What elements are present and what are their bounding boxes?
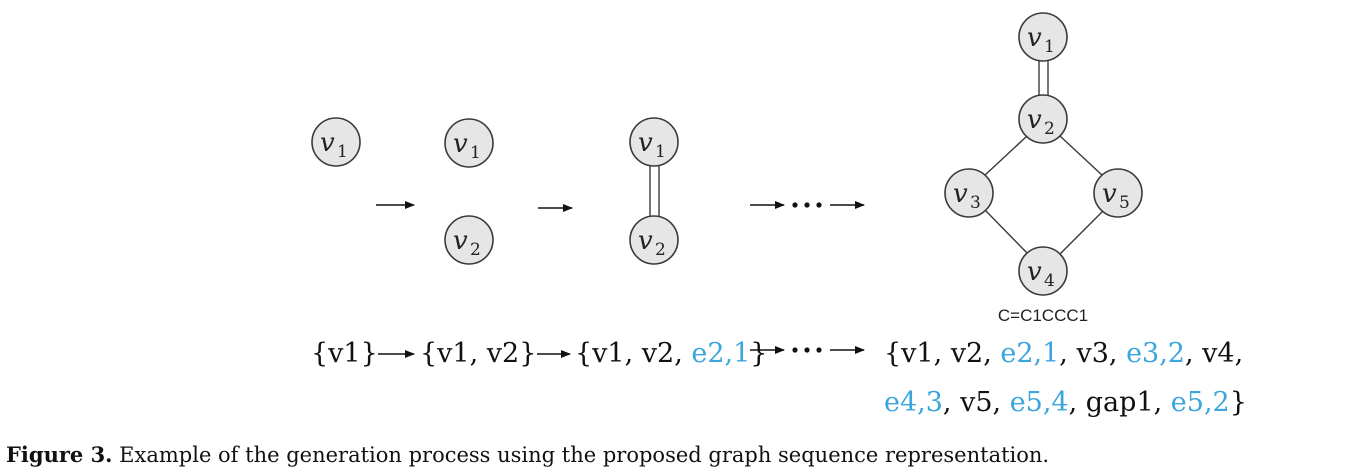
node-subscript: 1 (337, 142, 348, 162)
final-node-v3: v 3 (944, 168, 994, 218)
ring-bond (1059, 210, 1104, 255)
ring-bond (985, 210, 1029, 255)
ring-bond (983, 135, 1028, 177)
node-label: v (1027, 257, 1042, 287)
node-label: v (953, 179, 968, 209)
sequence-final-line2: e4,3, v5, e5,4, gap1, e5,2} (884, 387, 1247, 418)
step1-node-v1: v 1 (311, 117, 361, 167)
ellipsis-arrow (750, 201, 865, 209)
node-label: v (1027, 105, 1042, 135)
final-node-v5: v 5 (1093, 168, 1143, 218)
node-subscript: 3 (970, 193, 981, 213)
sequence-step1: {v1} (311, 338, 378, 369)
sequence-final-line1: {v1, v2, e2,1, v3, e3,2, v4, (884, 338, 1243, 369)
caption-label: Figure 3. (6, 442, 113, 467)
node-subscript: 1 (470, 143, 481, 163)
ring-bond (1059, 135, 1104, 177)
node-subscript: 1 (1044, 37, 1055, 57)
node-label: v (453, 226, 468, 256)
node-label: v (320, 128, 335, 158)
smiles-label: C=C1CCC1 (998, 306, 1088, 325)
final-node-v4: v 4 (1018, 246, 1068, 296)
sequence-step2: {v1, v2} (420, 338, 536, 369)
figure-caption: Figure 3. Example of the generation proc… (6, 442, 1049, 467)
node-subscript: 2 (470, 240, 481, 260)
node-subscript: 1 (655, 142, 666, 162)
final-node-v1: v 1 (1018, 12, 1068, 62)
caption-text: Example of the generation process using … (112, 443, 1050, 467)
sequence-step3: {v1, v2, e2,1} (575, 338, 767, 369)
node-subscript: 2 (655, 240, 666, 260)
node-subscript: 4 (1044, 271, 1055, 291)
step3-node-v1: v 1 (629, 117, 679, 167)
node-label: v (638, 226, 653, 256)
node-subscript: 5 (1119, 193, 1130, 213)
sequence-ellipsis-arrow (750, 346, 865, 354)
step2-node-v1: v 1 (444, 118, 494, 168)
node-label: v (453, 129, 468, 159)
node-label: v (1027, 23, 1042, 53)
step2-node-v2: v 2 (444, 215, 494, 265)
node-subscript: 2 (1044, 119, 1055, 139)
step3-node-v2: v 2 (629, 215, 679, 265)
final-node-v2: v 2 (1018, 94, 1068, 144)
node-label: v (1102, 179, 1117, 209)
node-label: v (638, 128, 653, 158)
